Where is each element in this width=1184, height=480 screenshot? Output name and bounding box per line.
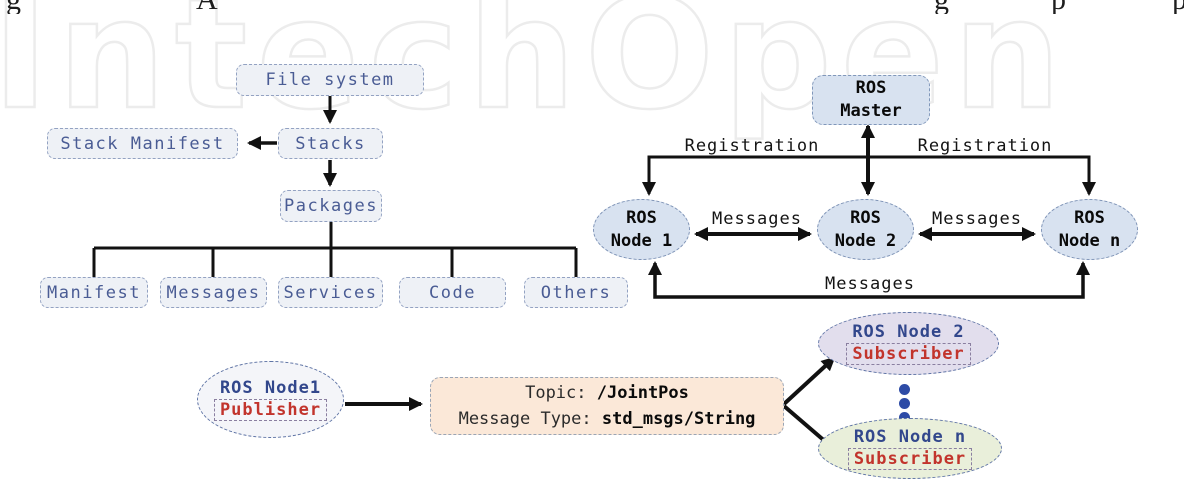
tree-node-label: Messages [166, 282, 261, 303]
tree-node-manifest: Manifest [40, 277, 148, 308]
tree-node-services: Services [278, 277, 383, 308]
tree-node-others: Others [524, 277, 628, 308]
caption-fragment: p [1172, 0, 1184, 14]
message-type-value: std_msgs/String [601, 409, 756, 429]
tree-node-label: Services [283, 282, 378, 303]
messages-label-right: Messages [932, 209, 1022, 229]
ros-node-line2: Node n [1058, 230, 1121, 251]
message-type-line: Message Type: std_msgs/String [458, 409, 756, 429]
tree-node-packages: Packages [280, 190, 382, 222]
ros-master-box: ROS Master [812, 75, 930, 125]
topic-box: Topic: /JointPos Message Type: std_msgs/… [430, 377, 784, 435]
tree-node-label: Stack Manifest [60, 133, 225, 154]
caption-fragment: A [196, 0, 218, 14]
ros-master-line2: Master [840, 101, 902, 121]
ros-node-line1: ROS [850, 208, 881, 229]
tree-node-label: Stacks [295, 133, 366, 154]
ros-node-1-ellipse: ROS Node 1 [593, 199, 690, 260]
ros-node-line2: Node 1 [610, 230, 673, 251]
subscriber-role-badge: Subscriber [846, 343, 971, 366]
cropped-caption-strip: g A g p p [0, 0, 1184, 14]
tree-node-label: Packages [284, 196, 378, 216]
ros-node-line1: ROS [626, 208, 657, 229]
subscriber-node-n-ellipse: ROS Node n Subscriber [818, 418, 1002, 479]
caption-fragment: p [1051, 0, 1066, 14]
tree-node-stack-manifest: Stack Manifest [47, 128, 238, 159]
messages-label-bottom: Messages [825, 274, 915, 294]
tree-node-stacks: Stacks [278, 128, 383, 159]
ros-node-line1: ROS [1074, 208, 1105, 229]
tree-node-file-system: File system [236, 64, 424, 96]
tree-node-label: Code [429, 282, 476, 303]
ros-node-line2: Node 2 [834, 230, 897, 251]
messages-label-left: Messages [712, 209, 802, 229]
ros-node-n-ellipse: ROS Node n [1041, 199, 1138, 260]
subscriber-role-badge: Subscriber [847, 448, 973, 471]
subscriber-node-title: ROS Node n [853, 426, 967, 447]
tree-node-messages: Messages [160, 277, 267, 308]
tree-node-code: Code [399, 277, 506, 308]
topic-value: /JointPos [596, 382, 689, 403]
caption-fragment: g [934, 0, 949, 14]
subscriber-node-2-ellipse: ROS Node 2 Subscriber [818, 312, 999, 375]
publisher-node-title: ROS Node1 [219, 377, 322, 398]
publisher-role-badge: Publisher [213, 399, 328, 422]
registration-label-right: Registration [917, 136, 1053, 156]
tree-node-label: File system [265, 70, 395, 90]
topic-line: Topic: /JointPos [525, 382, 689, 403]
tree-node-label: Manifest [47, 282, 141, 303]
ros-node-2-ellipse: ROS Node 2 [817, 199, 914, 260]
ros-master-line1: ROS [855, 78, 887, 99]
publisher-node-ellipse: ROS Node1 Publisher [197, 361, 344, 438]
registration-label-left: Registration [684, 136, 820, 156]
subscriber-node-title: ROS Node 2 [852, 321, 965, 342]
tree-node-label: Others [540, 282, 612, 303]
caption-fragment: g [6, 0, 21, 14]
